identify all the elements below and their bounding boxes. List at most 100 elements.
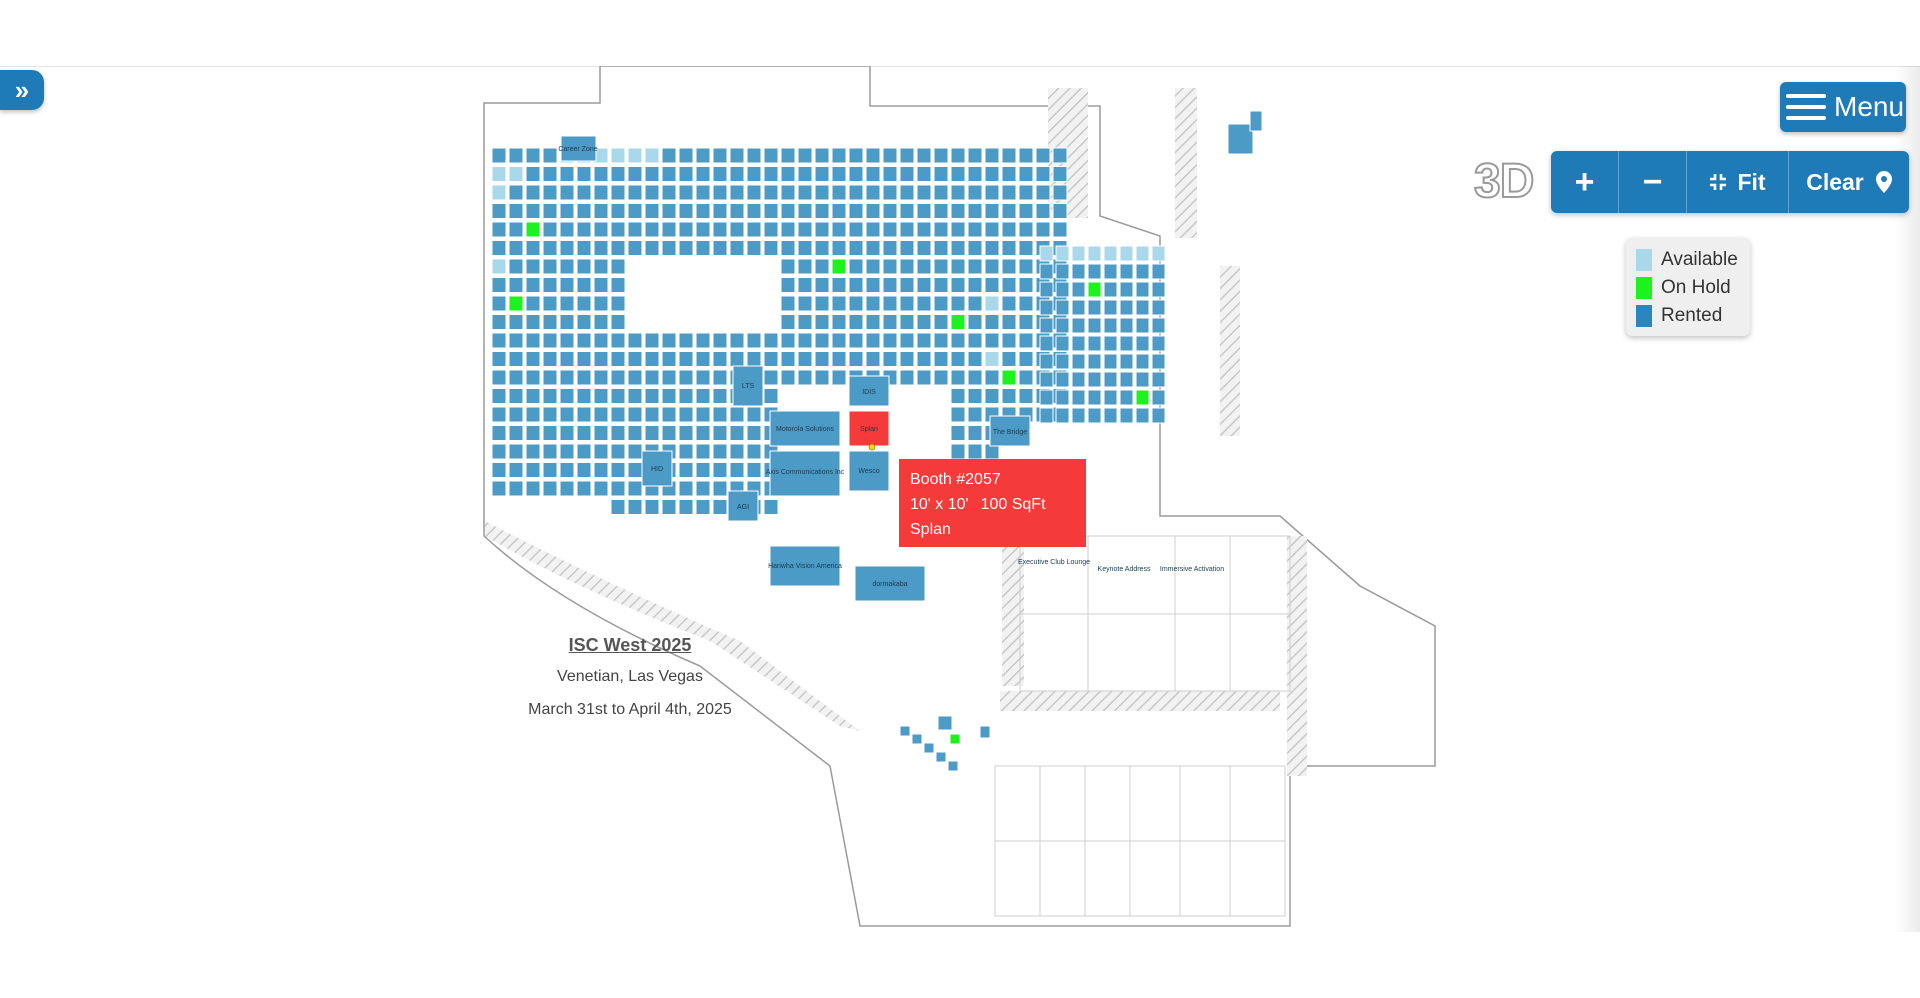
booth[interactable] — [508, 443, 524, 460]
booth[interactable] — [831, 351, 847, 367]
booth[interactable] — [865, 258, 881, 275]
booth[interactable] — [1052, 203, 1068, 219]
booth[interactable] — [661, 166, 677, 182]
booth[interactable] — [491, 295, 507, 312]
booth[interactable] — [797, 277, 813, 293]
booth[interactable] — [1071, 245, 1086, 262]
booth[interactable] — [542, 221, 558, 238]
booth[interactable] — [542, 240, 558, 256]
booth[interactable] — [865, 351, 881, 367]
booth[interactable] — [712, 462, 728, 478]
booth[interactable] — [508, 314, 524, 330]
booth[interactable] — [695, 462, 711, 478]
booth[interactable] — [508, 166, 524, 182]
booth[interactable] — [882, 332, 898, 349]
booth[interactable] — [508, 147, 524, 164]
booth[interactable] — [525, 443, 541, 460]
booth[interactable] — [525, 277, 541, 293]
booth[interactable] — [559, 295, 575, 312]
booth[interactable] — [508, 351, 524, 367]
booth[interactable] — [508, 221, 524, 238]
booth[interactable] — [933, 332, 949, 349]
booth[interactable] — [610, 277, 626, 293]
booth[interactable] — [661, 184, 677, 201]
booth[interactable] — [542, 332, 558, 349]
booth[interactable] — [950, 332, 966, 349]
booth[interactable] — [644, 425, 660, 441]
booth[interactable] — [780, 203, 796, 219]
booth[interactable] — [865, 221, 881, 238]
booth[interactable] — [678, 351, 694, 367]
booth[interactable] — [967, 295, 983, 312]
booth[interactable] — [1119, 371, 1134, 388]
booth[interactable] — [678, 221, 694, 238]
booth[interactable] — [525, 388, 541, 404]
booth[interactable] — [848, 258, 864, 275]
booth[interactable] — [916, 147, 932, 164]
booth[interactable] — [967, 258, 983, 275]
booth[interactable] — [644, 369, 660, 386]
booth[interactable] — [848, 314, 864, 330]
booth[interactable] — [525, 258, 541, 275]
booth[interactable] — [695, 443, 711, 460]
booth[interactable] — [899, 258, 915, 275]
booth[interactable] — [933, 277, 949, 293]
booth[interactable] — [984, 295, 1000, 312]
booth[interactable] — [610, 332, 626, 349]
booth[interactable] — [780, 351, 796, 367]
booth[interactable] — [712, 240, 728, 256]
booth[interactable] — [729, 406, 745, 423]
booth[interactable] — [950, 314, 966, 330]
booth[interactable] — [979, 725, 991, 739]
booth[interactable] — [1135, 245, 1150, 262]
booth[interactable] — [627, 240, 643, 256]
booth[interactable] — [865, 166, 881, 182]
booth[interactable] — [1055, 299, 1070, 316]
booth[interactable] — [729, 240, 745, 256]
booth[interactable] — [1018, 184, 1034, 201]
booth[interactable] — [542, 443, 558, 460]
booth[interactable] — [644, 203, 660, 219]
booth[interactable] — [746, 203, 762, 219]
booth[interactable] — [933, 203, 949, 219]
booth[interactable] — [1039, 353, 1054, 370]
booth[interactable] — [593, 277, 609, 293]
booth[interactable] — [1135, 353, 1150, 370]
booth[interactable] — [1103, 389, 1118, 406]
booth[interactable] — [947, 760, 959, 772]
booth[interactable] — [763, 147, 779, 164]
booth[interactable] — [1039, 335, 1054, 352]
booth[interactable] — [1119, 245, 1134, 262]
booth[interactable] — [933, 240, 949, 256]
booth[interactable] — [950, 295, 966, 312]
booth[interactable] — [1071, 371, 1086, 388]
booth[interactable] — [984, 277, 1000, 293]
booth[interactable] — [797, 314, 813, 330]
booth[interactable] — [610, 443, 626, 460]
booth[interactable] — [576, 221, 592, 238]
booth[interactable] — [967, 221, 983, 238]
booth[interactable] — [1001, 258, 1017, 275]
booth[interactable] — [1103, 317, 1118, 334]
booth[interactable] — [576, 406, 592, 423]
booth[interactable] — [933, 295, 949, 312]
booth[interactable] — [984, 147, 1000, 164]
booth[interactable] — [967, 332, 983, 349]
booth[interactable] — [610, 314, 626, 330]
booth[interactable] — [1018, 203, 1034, 219]
booth[interactable] — [746, 166, 762, 182]
booth[interactable] — [627, 369, 643, 386]
booth[interactable] — [1151, 299, 1166, 316]
booth[interactable] — [967, 369, 983, 386]
booth[interactable] — [525, 295, 541, 312]
booth[interactable] — [1103, 371, 1118, 388]
booth[interactable] — [559, 388, 575, 404]
booth[interactable] — [1018, 295, 1034, 312]
booth[interactable] — [984, 314, 1000, 330]
booth[interactable] — [1018, 221, 1034, 238]
booth[interactable] — [593, 314, 609, 330]
booth[interactable] — [1001, 388, 1017, 404]
booth[interactable] — [1039, 407, 1054, 424]
booth[interactable] — [1151, 245, 1166, 262]
booth[interactable] — [525, 462, 541, 478]
